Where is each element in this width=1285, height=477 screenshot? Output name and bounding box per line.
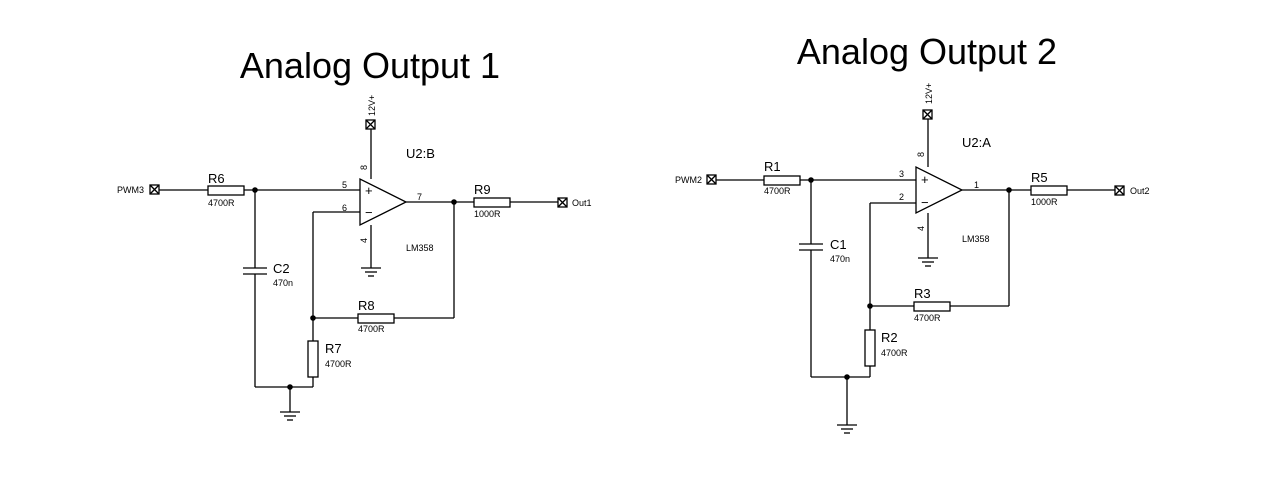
capacitor-c1[interactable] [799, 243, 823, 251]
ground-icon [918, 257, 938, 267]
junction-dot [808, 177, 814, 183]
c1-value: 470n [830, 254, 850, 264]
pin-out: 7 [417, 192, 422, 202]
r7-ref: R7 [325, 341, 342, 356]
title-analog-output-1: Analog Output 1 [240, 45, 500, 86]
r1-ref: R1 [764, 159, 781, 174]
c1-ref: C1 [830, 237, 847, 252]
r6-value: 4700R [208, 198, 235, 208]
r2-value: 4700R [881, 348, 908, 358]
pin-out: 1 [974, 180, 979, 190]
opamp-minus-sign: − [921, 195, 929, 210]
input-label: PWM2 [675, 175, 702, 185]
opamp-plus-sign: + [921, 172, 929, 187]
ground-icon [837, 424, 857, 434]
opamp-u2b[interactable] [359, 177, 408, 227]
junction-dot [844, 374, 850, 380]
pin-gnd: 4 [359, 238, 369, 243]
output-label: Out1 [572, 198, 592, 208]
resistor-r5[interactable] [1030, 185, 1068, 196]
wires-right [716, 119, 1115, 425]
opamp-minus-sign: − [365, 205, 373, 220]
supply-label: 12V+ [924, 83, 934, 104]
r3-value: 4700R [914, 313, 941, 323]
pin-vcc: 8 [359, 165, 369, 170]
supply-terminal-12v[interactable] [365, 119, 376, 130]
junction-dot [1006, 187, 1012, 193]
resistor-r6[interactable] [207, 185, 245, 196]
pin-gnd: 4 [916, 226, 926, 231]
output-label: Out2 [1130, 186, 1150, 196]
resistor-r2[interactable] [864, 329, 876, 367]
ground-icon [361, 267, 381, 277]
capacitor-c2[interactable] [243, 267, 267, 275]
junction-dot [451, 199, 457, 205]
resistor-r9[interactable] [473, 197, 511, 208]
junction-dot [310, 315, 316, 321]
r2-ref: R2 [881, 330, 898, 345]
opamp-ref: U2:B [406, 146, 435, 161]
r1-value: 4700R [764, 186, 791, 196]
resistor-r3[interactable] [913, 301, 951, 312]
circuit-analog-output-1: PWM3 R6 4700R [117, 95, 592, 421]
circuit-analog-output-2: PWM2 R1 4700R [675, 83, 1150, 434]
output-terminal-out1[interactable] [557, 197, 568, 208]
supply-terminal-12v[interactable] [922, 109, 933, 120]
pin-minus: 2 [899, 192, 904, 202]
r8-ref: R8 [358, 298, 375, 313]
input-terminal-pwm3[interactable] [149, 184, 160, 195]
resistor-r7[interactable] [307, 340, 319, 378]
c2-ref: C2 [273, 261, 290, 276]
opamp-part: LM358 [962, 234, 990, 244]
r7-value: 4700R [325, 359, 352, 369]
opamp-u2a[interactable] [915, 165, 964, 215]
pin-vcc: 8 [916, 152, 926, 157]
pin-plus: 5 [342, 180, 347, 190]
title-analog-output-2: Analog Output 2 [797, 31, 1057, 72]
opamp-plus-sign: + [365, 183, 373, 198]
resistor-r8[interactable] [357, 313, 395, 324]
opamp-ref: U2:A [962, 135, 991, 150]
input-label: PWM3 [117, 185, 144, 195]
r6-ref: R6 [208, 171, 225, 186]
r9-value: 1000R [474, 209, 501, 219]
pin-plus: 3 [899, 169, 904, 179]
r9-ref: R9 [474, 182, 491, 197]
resistor-r1[interactable] [763, 175, 801, 186]
supply-label: 12V+ [367, 95, 377, 116]
r5-ref: R5 [1031, 170, 1048, 185]
junction-dot [252, 187, 258, 193]
junction-dot [287, 384, 293, 390]
r3-ref: R3 [914, 286, 931, 301]
pin-minus: 6 [342, 203, 347, 213]
output-terminal-out2[interactable] [1114, 185, 1125, 196]
opamp-part: LM358 [406, 243, 434, 253]
r8-value: 4700R [358, 324, 385, 334]
c2-value: 470n [273, 278, 293, 288]
r5-value: 1000R [1031, 197, 1058, 207]
junction-dot [867, 303, 873, 309]
input-terminal-pwm2[interactable] [706, 174, 717, 185]
ground-icon [280, 411, 300, 421]
